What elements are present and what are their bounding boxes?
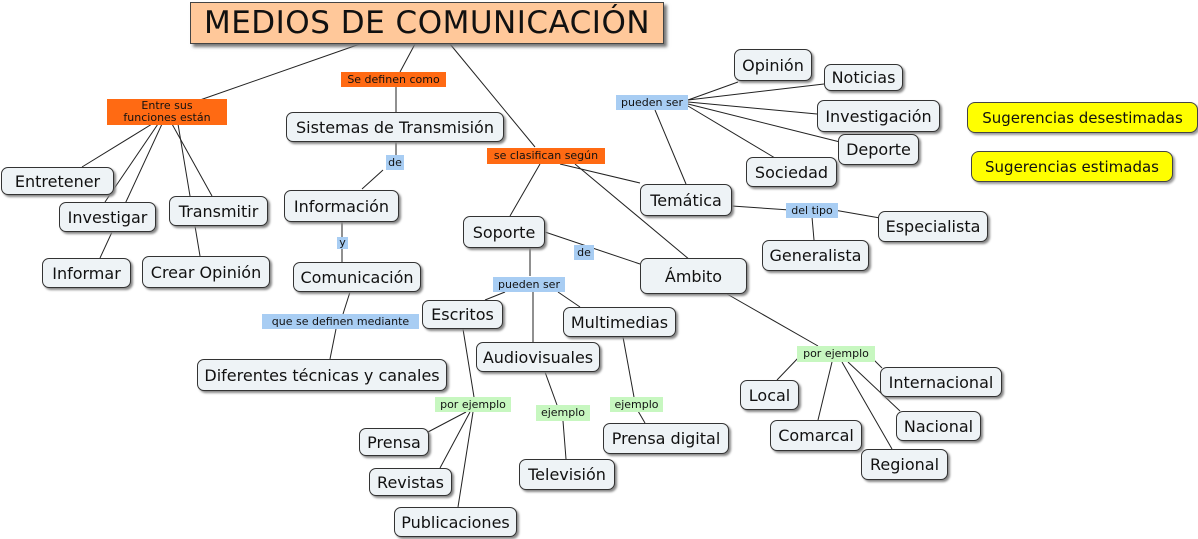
concept-label: Revistas [377,472,444,492]
concept-sociedad[interactable]: Sociedad [746,157,837,187]
concept-label: Generalista [769,246,862,265]
concept-label: Deporte [846,140,911,159]
legend-label: Sugerencias estimadas [985,157,1159,176]
link-funciones-text: Entre sus funciones están [123,99,211,124]
concept-label: Investigar [67,207,148,227]
concept-label: Prensa [367,432,421,452]
concept-regional[interactable]: Regional [861,449,948,480]
concept-soporte[interactable]: Soporte [463,216,545,248]
link-funciones[interactable]: Entre sus funciones están [107,99,227,125]
concept-internacional[interactable]: Internacional [880,367,1002,397]
concept-label: Ámbito [664,266,723,286]
legend-sugerencias-estimadas[interactable]: Sugerencias estimadas [971,151,1173,182]
concept-diferentes-tecnicas[interactable]: Diferentes técnicas y canales [197,359,447,391]
concept-label: Crear Opinión [150,262,262,282]
link-se-definen-como[interactable]: Se definen como [341,72,446,87]
concept-label: Audiovisuales [482,347,594,367]
concept-label: Temática [650,190,722,210]
concept-investigacion[interactable]: Investigación [817,100,940,132]
concept-generalista[interactable]: Generalista [762,240,869,271]
link-y[interactable]: y [337,237,348,249]
concept-label: Regional [869,455,940,474]
concept-comarcal[interactable]: Comarcal [770,420,862,451]
link-de-informacion[interactable]: de [386,155,404,170]
concept-label: Publicaciones [401,512,510,532]
concept-prensa[interactable]: Prensa [359,428,429,456]
concept-informacion[interactable]: Información [284,190,399,222]
concept-informar[interactable]: Informar [42,258,131,288]
concept-audiovisuales[interactable]: Audiovisuales [476,342,600,372]
concept-publicaciones[interactable]: Publicaciones [394,507,517,537]
concept-sistemas-de-transmision[interactable]: Sistemas de Transmisión [286,112,504,142]
concept-opinion[interactable]: Opinión [734,49,812,81]
concept-label: Entretener [14,171,101,191]
link-pueden-ser-tematica[interactable]: pueden ser [616,95,688,110]
concept-multimedias[interactable]: Multimedias [563,307,676,337]
concept-ambito[interactable]: Ámbito [640,258,747,294]
concept-label: Sistemas de Transmisión [296,117,494,137]
title-text: MEDIOS DE COMUNICACIÓN [203,5,651,41]
link-por-ejemplo-ambito[interactable]: por ejemplo [797,346,875,362]
link-se-clasifican[interactable]: se clasifican según [487,148,605,164]
concept-noticias[interactable]: Noticias [824,64,903,91]
concept-label: Local [748,385,791,405]
concept-escritos[interactable]: Escritos [422,300,503,329]
link-que-se-definen[interactable]: que se definen mediante [262,314,419,329]
page-title: MEDIOS DE COMUNICACIÓN [190,2,664,44]
link-por-ejemplo-escritos[interactable]: por ejemplo [435,397,511,412]
concept-label: Especialista [885,217,981,236]
concept-deporte[interactable]: Deporte [838,134,919,165]
link-del-tipo[interactable]: del tipo [786,203,838,218]
concept-revistas[interactable]: Revistas [369,468,452,496]
legend-label: Sugerencias desestimadas [982,108,1183,127]
concept-tematica[interactable]: Temática [640,184,732,216]
concept-transmitir[interactable]: Transmitir [169,196,268,226]
concept-label: Soporte [472,222,536,242]
concept-prensa-digital[interactable]: Prensa digital [603,423,729,454]
concept-television[interactable]: Televisión [519,459,615,490]
link-de-soporte[interactable]: de [574,245,594,260]
link-ejemplo-audiovisuales[interactable]: ejemplo [536,405,590,421]
concept-investigar[interactable]: Investigar [59,202,156,232]
concept-label: Noticias [831,68,896,87]
concept-label: Opinión [742,55,804,75]
concept-local[interactable]: Local [740,380,799,410]
concept-label: Multimedias [570,312,669,332]
link-pueden-ser-soporte[interactable]: pueden ser [493,277,565,292]
concept-comunicacion[interactable]: Comunicación [293,262,421,292]
concept-label: Prensa digital [611,429,721,448]
concept-label: Comunicación [300,267,414,287]
concept-label: Televisión [528,465,606,484]
concept-crear-opinion[interactable]: Crear Opinión [142,256,270,288]
concept-label: Información [293,196,390,216]
concept-label: Internacional [888,372,994,392]
link-ejemplo-multimedias[interactable]: ejemplo [610,397,663,412]
concept-label: Sociedad [754,162,829,182]
legend-sugerencias-desestimadas[interactable]: Sugerencias desestimadas [967,102,1198,133]
concept-nacional[interactable]: Nacional [896,411,981,441]
concept-label: Investigación [825,106,932,126]
concept-label: Diferentes técnicas y canales [204,365,440,385]
concept-especialista[interactable]: Especialista [878,211,988,242]
concept-label: Nacional [903,416,974,436]
concept-label: Comarcal [778,426,854,445]
concept-label: Escritos [431,305,494,324]
concept-label: Transmitir [178,201,259,221]
concept-entretener[interactable]: Entretener [1,167,114,195]
concept-label: Informar [52,263,121,283]
